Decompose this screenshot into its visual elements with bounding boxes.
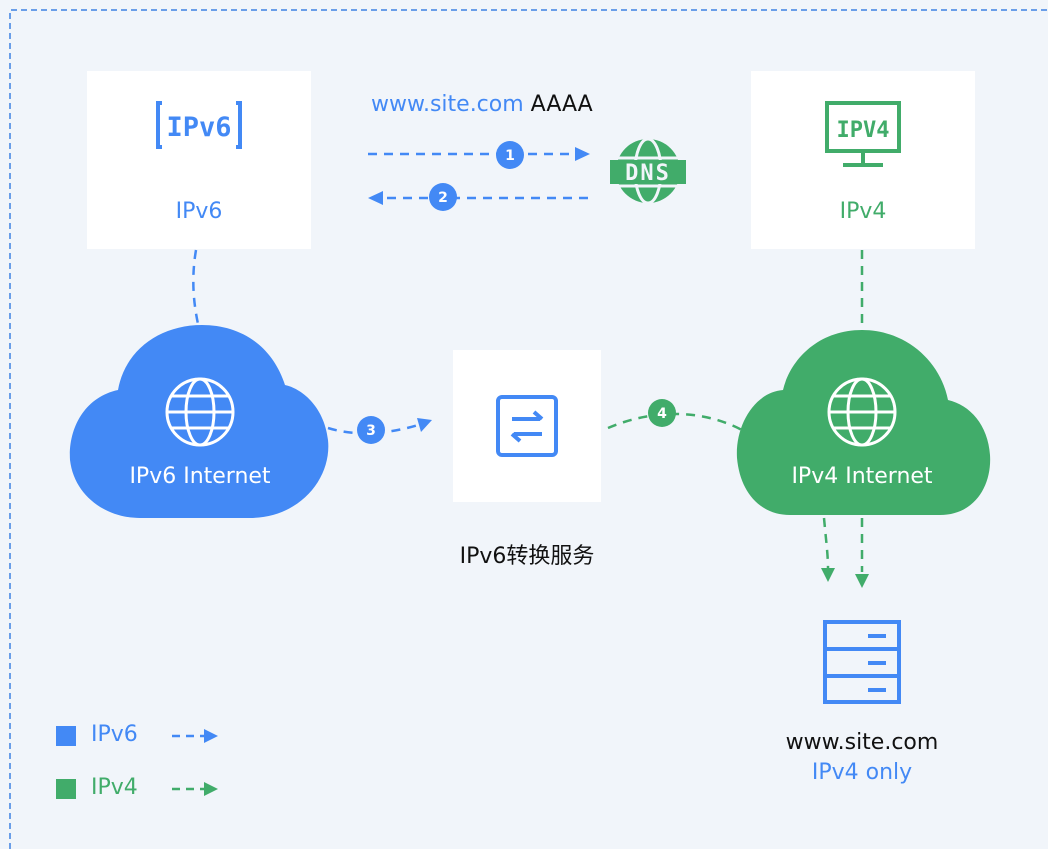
dns-query-domain: www.site.com [371,92,524,117]
dns-query-label: www.site.com AAAA [371,92,593,117]
legend-ipv6-label: IPv6 [91,722,138,747]
ipv6-client-label: IPv6 [175,199,223,224]
legend-ipv6-swatch [56,726,76,746]
step-badge-4: 4 [648,399,676,427]
server-note-label: IPv4 only [811,760,913,785]
ipv4-client-label: IPv4 [839,199,887,224]
server-icon [823,620,901,704]
ipv6-badge-icon: IPv6 [156,101,242,149]
svg-text:IPv6: IPv6 [166,112,231,143]
translator-label: IPv6转换服务 [459,544,595,569]
dns-query-record-type: AAAA [530,92,593,117]
arrowhead-cloud-to-server-a [821,568,835,582]
svg-text:1: 1 [505,148,515,164]
ipv4-monitor-icon: IPV4 [825,101,901,167]
svg-text:DNS: DNS [625,161,671,186]
svg-text:IPV4: IPV4 [837,118,890,143]
svg-text:2: 2 [438,190,448,206]
arrowhead-dns-query [575,147,590,161]
swap-arrows-icon [496,395,558,457]
ipv4-cloud-label: IPv4 Internet [791,464,933,489]
arrowhead-ipv6-to-translator [417,418,432,432]
ipv6-cloud-label: IPv6 Internet [129,464,271,489]
legend-ipv4-swatch [56,779,76,799]
ipv6-cloud-shape [69,325,329,518]
translator-node [453,350,601,502]
arrow-cloud-to-server-a [822,517,830,569]
legend-ipv4-label: IPv4 [91,775,138,800]
ipv4-cloud-shape [736,330,991,515]
step-badge-1: 1 [496,141,524,169]
ipv6-client-node: IPv6 IPv6 [87,71,311,249]
arrowhead-cloud-to-server-b [855,574,869,588]
step-badge-3: 3 [357,416,385,444]
legend-ipv4-arrowhead [204,782,218,796]
ipv6-globe-icon [165,377,235,447]
dns-icon: DNS [610,137,686,205]
svg-text:4: 4 [657,406,667,422]
svg-text:3: 3 [366,423,376,439]
arrowhead-dns-response [368,191,383,205]
server-domain-label: www.site.com [785,730,939,755]
legend-ipv6-arrowhead [204,729,218,743]
frame-border [9,9,1048,849]
step-badge-2: 2 [429,183,457,211]
ipv4-client-node: IPV4 IPv4 [751,71,975,249]
ipv4-globe-icon [827,377,897,447]
